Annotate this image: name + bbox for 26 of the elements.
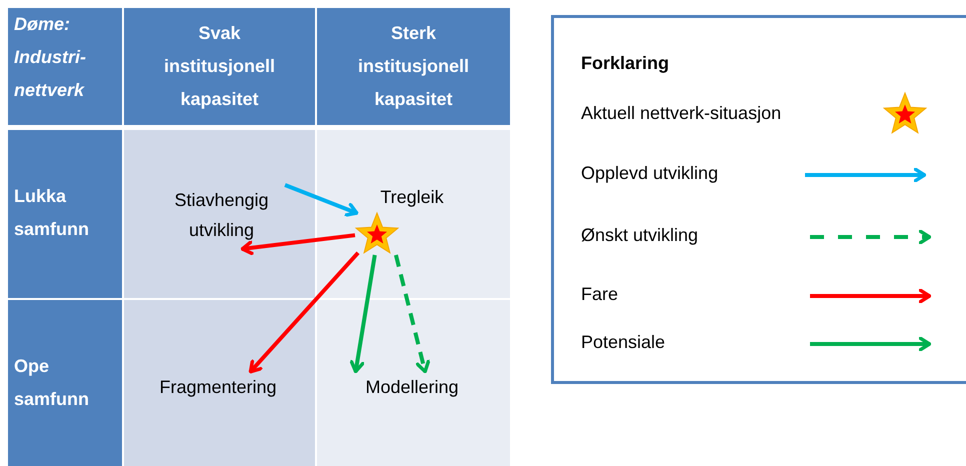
quadrant-label: Tregleik: [370, 182, 454, 212]
arrow: [240, 233, 356, 256]
column-header-text: Svak institusjonell kapasitet: [162, 22, 276, 111]
arrow: [350, 254, 377, 374]
legend-label: Aktuell nettverk-situasjon: [581, 103, 782, 124]
quadrant-label: Fragmentering: [148, 372, 288, 404]
legend-label: Fare: [581, 284, 618, 305]
header-cell: [8, 8, 122, 125]
row-header-text: Lukka samfunn: [14, 185, 90, 241]
quadrant-label: Modellering: [352, 372, 472, 404]
legend-label: Opplevd utvikling: [581, 163, 718, 184]
header-cell: [8, 300, 122, 466]
header-cell: [8, 130, 122, 298]
row-header-text: Ope samfunn: [14, 355, 90, 411]
header-cell: [124, 8, 315, 125]
star-icon: [355, 211, 399, 255]
arrow: [284, 183, 358, 217]
arrow: [248, 251, 360, 374]
column-header-text: Sterk institusjonell kapasitet: [356, 22, 470, 111]
quadrant-label: Stiavhengig utvikling: [158, 185, 285, 249]
legend-label: Ønskt utvikling: [581, 225, 698, 246]
legend-title: Forklaring: [581, 53, 670, 74]
header-cell: [317, 8, 510, 125]
row-header-text: Døme: Industri-nettverk: [14, 13, 87, 102]
legend-label: Potensiale: [581, 332, 666, 353]
arrow: [394, 254, 430, 374]
